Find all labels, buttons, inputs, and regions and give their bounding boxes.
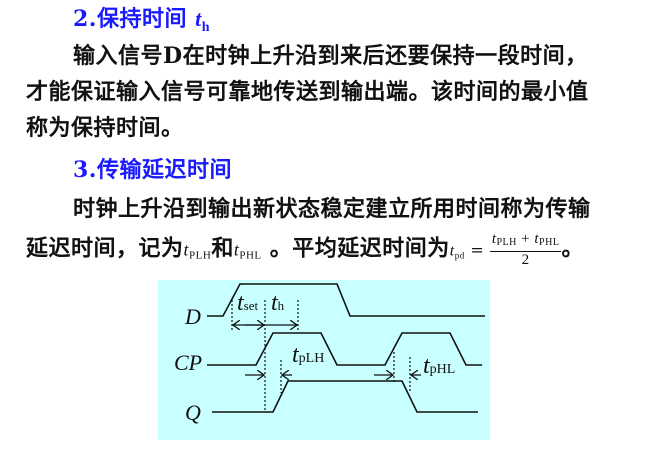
timing-waveforms <box>207 283 485 413</box>
tphl-label: tpHL <box>423 353 455 380</box>
section-3-text-b: 和 <box>211 235 234 262</box>
fraction-numerator: tPLH + tPHL <box>489 231 562 252</box>
tphl-symbol: t <box>423 353 430 379</box>
equals-sign: = <box>464 240 490 260</box>
section-3-paragraph-line-1: 时钟上升沿到输出新状态稳定建立所用时间称为传输 <box>73 196 591 222</box>
signal-label-q: Q <box>185 400 201 425</box>
signal-label-d: D <box>185 304 201 329</box>
q-waveform <box>212 380 478 413</box>
section-2-paragraph-line-1: 输入信号D在时钟上升沿到来后还要保持一段时间， <box>73 43 588 69</box>
tphl-subscript: PHL <box>239 249 262 262</box>
hold-time-subscript: h <box>201 20 211 35</box>
hold-time-symbol: t <box>195 6 202 31</box>
th-label: th <box>271 290 284 317</box>
d-waveform <box>207 283 485 317</box>
section-2-heading: 2.保持时间 th <box>73 4 210 43</box>
numerator-t1: t <box>491 231 497 247</box>
tpd-subscript: pd <box>454 250 465 261</box>
section-2-heading-text: 2.保持时间 <box>73 6 196 32</box>
signal-label-cp: CP <box>174 350 203 375</box>
numerator-plus: + <box>516 231 535 247</box>
timing-diagram: D CP Q tset th tpLH tpHL <box>158 280 490 440</box>
section-2-paragraph-line-3: 称为保持时间。 <box>26 115 184 141</box>
tset-subscript: set <box>243 298 259 313</box>
tplh-subscript: pLH <box>298 351 325 366</box>
section-3-text-a: 延迟时间，记为 <box>26 235 184 262</box>
section-3-text-c: 。平均延迟时间为 <box>261 235 450 262</box>
fraction-denominator: 2 <box>521 252 530 268</box>
tset-label: tset <box>237 290 258 317</box>
tphl-symbol: t <box>233 239 240 260</box>
section-2-paragraph-line-2: 才能保证输入信号可靠地传送到输出端。该时间的最小值 <box>26 79 589 105</box>
tplh-label: tpLH <box>292 342 324 369</box>
section-3-heading: 3.传输延迟时间 <box>73 157 232 183</box>
tplh-symbol: t <box>292 342 299 368</box>
numerator-sub2: PHL <box>539 237 560 248</box>
section-3-paragraph-line-2: 延迟时间，记为tPLH和tPHL 。平均延迟时间为tpd = tPLH + tP… <box>26 231 584 271</box>
end-punctuation: 。 <box>561 235 584 262</box>
th-subscript: h <box>277 298 285 313</box>
numerator-t2: t <box>534 231 540 247</box>
tset-symbol: t <box>237 290 244 316</box>
tpd-symbol: t <box>449 242 455 260</box>
tplh-subscript: PLH <box>189 249 212 262</box>
numerator-sub1: PLH <box>496 237 517 248</box>
th-symbol: t <box>271 290 278 316</box>
tphl-subscript: pHL <box>429 362 456 377</box>
tplh-symbol: t <box>183 239 190 260</box>
